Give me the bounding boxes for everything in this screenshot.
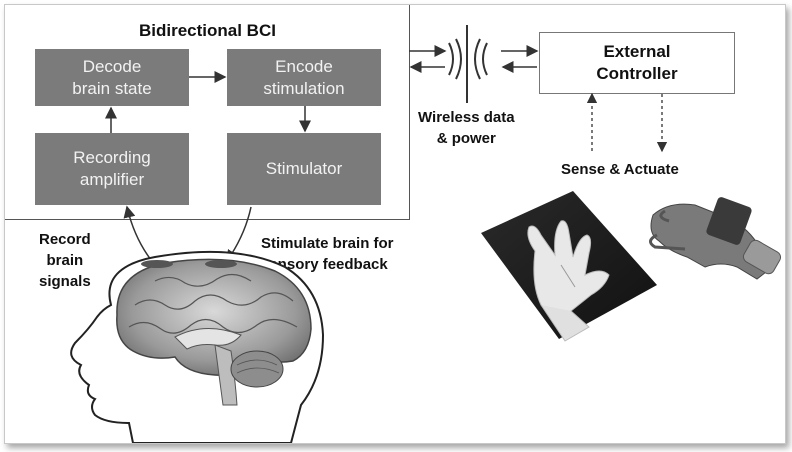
sensor-glove-illustration — [481, 191, 657, 342]
bci-title: Bidirectional BCI — [139, 21, 276, 40]
wireless-label: Wireless data & power — [418, 109, 515, 147]
stimulate-feedback-label: Stimulate brain for sensory feedback — [261, 235, 394, 273]
decode-block: Decode brain state — [35, 49, 189, 106]
external-controller-box: External Controller — [539, 32, 735, 94]
brain-icon — [116, 258, 312, 376]
sense-actuate-label: Sense & Actuate — [561, 161, 679, 178]
diagram-graphics — [70, 25, 782, 443]
wireless-waves-icon — [448, 38, 488, 80]
brain-to-recording-arrow — [123, 205, 156, 266]
prosthetic-hand-illustration — [649, 197, 782, 280]
head-illustration — [70, 250, 325, 443]
recording-block: Recording amplifier — [35, 133, 189, 205]
diagram-frame: Bidirectional BCI Decode brain state Enc… — [4, 4, 786, 444]
encode-block: Encode stimulation — [227, 49, 381, 106]
record-signals-label: Record brain signals — [39, 231, 91, 290]
stimulator-block: Stimulator — [227, 133, 381, 205]
